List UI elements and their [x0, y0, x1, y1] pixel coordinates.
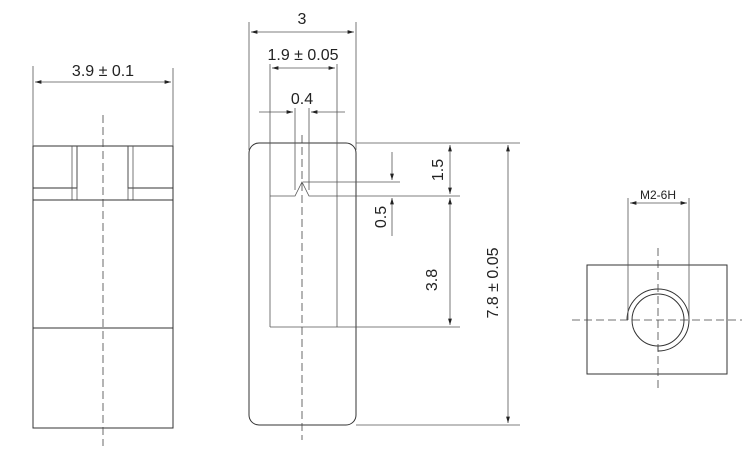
- top-offset-dim: 1.5: [430, 159, 447, 181]
- end-view: M2-6H: [572, 188, 742, 392]
- overall-width-dim: 3: [298, 11, 307, 28]
- slot-length-dim: 3.8: [424, 269, 441, 291]
- front-view: 3.9 ± 0.1: [32, 63, 174, 446]
- side-view: 3 1.9 ± 0.05 0.4 1.5 0.5 3.8 7.8 ± 0.05: [248, 11, 520, 440]
- thread-dim: M2-6H: [640, 188, 676, 202]
- slot-width-dim: 1.9 ± 0.05: [267, 47, 338, 64]
- notch-width-dim: 0.4: [291, 91, 313, 108]
- overall-height-dim: 7.8 ± 0.05: [485, 247, 502, 318]
- notch-depth-dim: 0.5: [373, 206, 390, 228]
- front-width-dim: 3.9 ± 0.1: [72, 63, 134, 80]
